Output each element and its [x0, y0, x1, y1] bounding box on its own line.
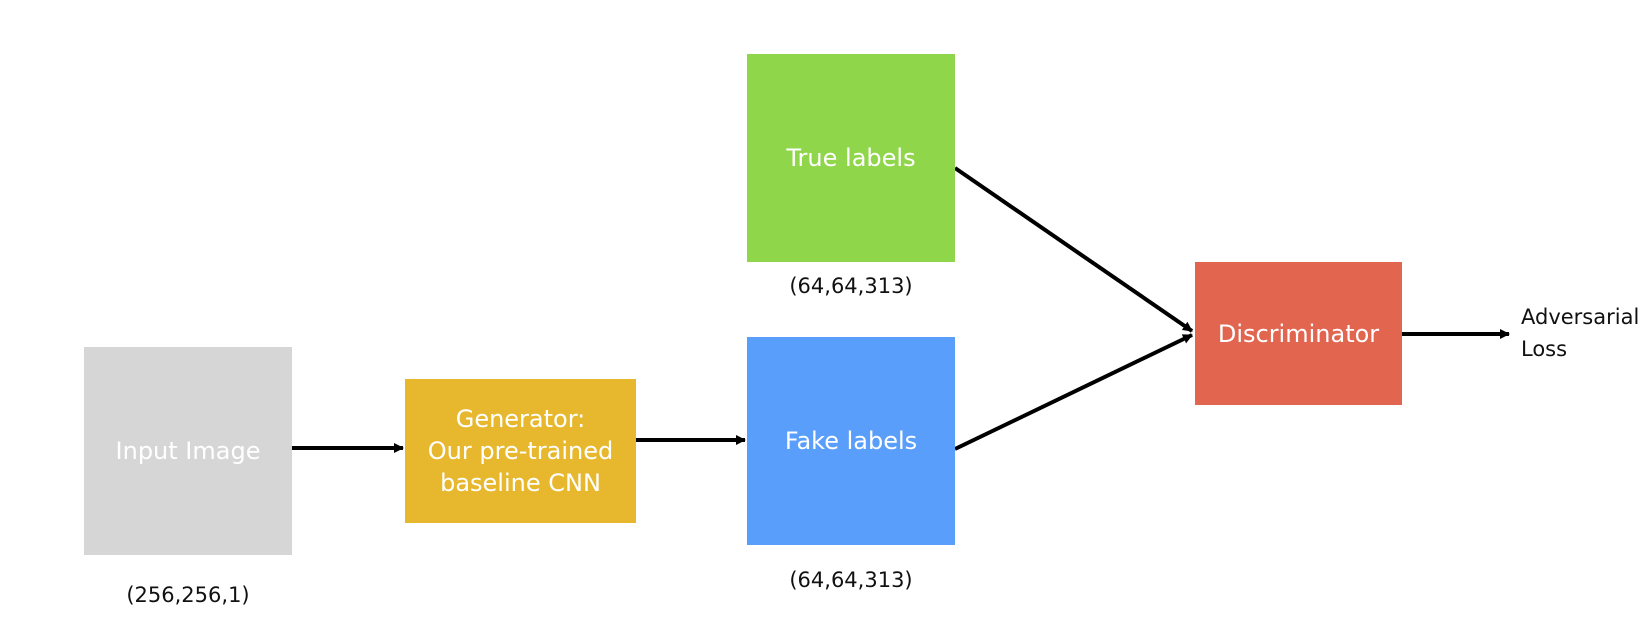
generator-label: Generator: Our pre-trained baseline CNN [427, 405, 614, 497]
discriminator-node: Discriminator [1195, 262, 1402, 405]
true-labels-label: True labels [786, 144, 916, 172]
adversarial-loss-label: Adversarial Loss [1521, 305, 1640, 361]
fake-labels-shape-label: (64,64,313) [789, 568, 913, 592]
input-image-label: Input Image [115, 437, 261, 465]
fake-labels-node: Fake labels [747, 337, 955, 545]
fake-labels-label: Fake labels [784, 427, 918, 455]
input-image-shape-label: (256,256,1) [126, 583, 250, 607]
true-labels-shape-label: (64,64,313) [789, 274, 913, 298]
true-labels-node: True labels [747, 54, 955, 262]
edge-true-labels-to-discriminator [953, 166, 1194, 333]
edge-fake-labels-to-discriminator [954, 333, 1193, 451]
discriminator-label: Discriminator [1217, 319, 1380, 348]
input-image-node: Input Image [84, 347, 292, 555]
generator-node: Generator: Our pre-trained baseline CNN [405, 379, 636, 523]
